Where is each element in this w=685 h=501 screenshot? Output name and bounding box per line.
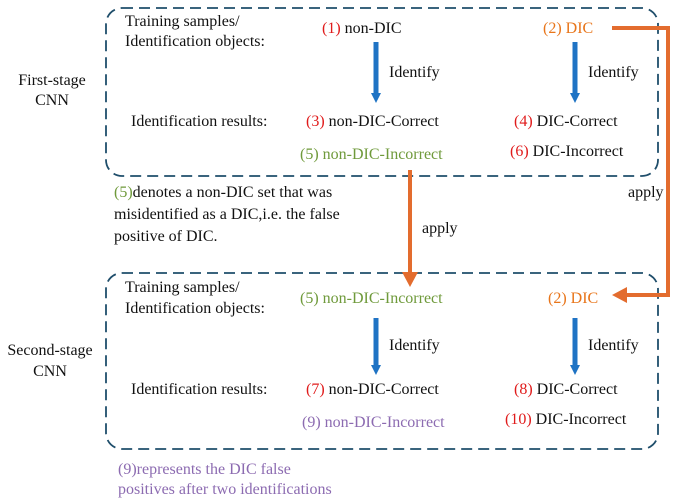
apply-arrow-center-head: [402, 272, 418, 287]
node-10: (10)DIC-Incorrect: [505, 411, 627, 428]
apply-center-label: apply: [422, 220, 458, 237]
stage2-samples-line1: Training samples/: [125, 279, 240, 296]
node-3: (3)non-DIC-Correct: [306, 113, 439, 130]
node-5-stage1: (5)non-DIC-Incorrect: [300, 146, 443, 163]
node-2-stage1: (2)DIC: [543, 20, 593, 37]
footer-note-line2: positives after two identifications: [118, 481, 332, 498]
stage2-identify-left: Identify: [389, 337, 440, 354]
node-2-stage2: (2)DIC: [548, 290, 598, 307]
node-5-stage2: (5)non-DIC-Incorrect: [300, 290, 443, 307]
second-stage-frame: [105, 272, 659, 450]
node-4: (4)DIC-Correct: [514, 113, 618, 130]
first-stage-label-line2: CNN: [35, 92, 69, 109]
first-stage-label-line1: First-stage: [18, 72, 86, 89]
node-7: (7)non-DIC-Correct: [306, 381, 439, 398]
apply-arrow-right-head: [612, 287, 627, 303]
stage2-identify-right: Identify: [588, 337, 639, 354]
node-9: (9)non-DIC-Incorrect: [302, 414, 445, 431]
node-6: (6)DIC-Incorrect: [510, 143, 624, 160]
middle-note-line1: (5)denotes a non-DIC set that was: [114, 184, 332, 201]
node-1: (1)non-DIC: [322, 20, 402, 37]
apply-right-label: apply: [628, 184, 664, 201]
stage2-results-label: Identification results:: [131, 381, 267, 398]
stage1-samples-line2: Identification objects:: [125, 33, 265, 50]
footer-note-line1: (9)represents the DIC false: [118, 461, 291, 478]
first-stage-frame: [105, 7, 659, 177]
stage1-samples-line1: Training samples/: [125, 13, 240, 30]
stage1-results-label: Identification results:: [131, 113, 267, 130]
stage2-samples-line2: Identification objects:: [125, 300, 265, 317]
apply-arrow-right-path: [612, 26, 670, 297]
middle-note-line2: misidentified as a DIC,i.e. the false: [114, 206, 340, 223]
second-stage-label-line1: Second-stage: [7, 342, 92, 359]
stage1-identify-right: Identify: [588, 64, 639, 81]
node-8: (8)DIC-Correct: [514, 381, 618, 398]
middle-note-line3: positive of DIC.: [114, 228, 218, 245]
second-stage-label-line2: CNN: [33, 363, 67, 380]
stage1-identify-left: Identify: [389, 64, 440, 81]
